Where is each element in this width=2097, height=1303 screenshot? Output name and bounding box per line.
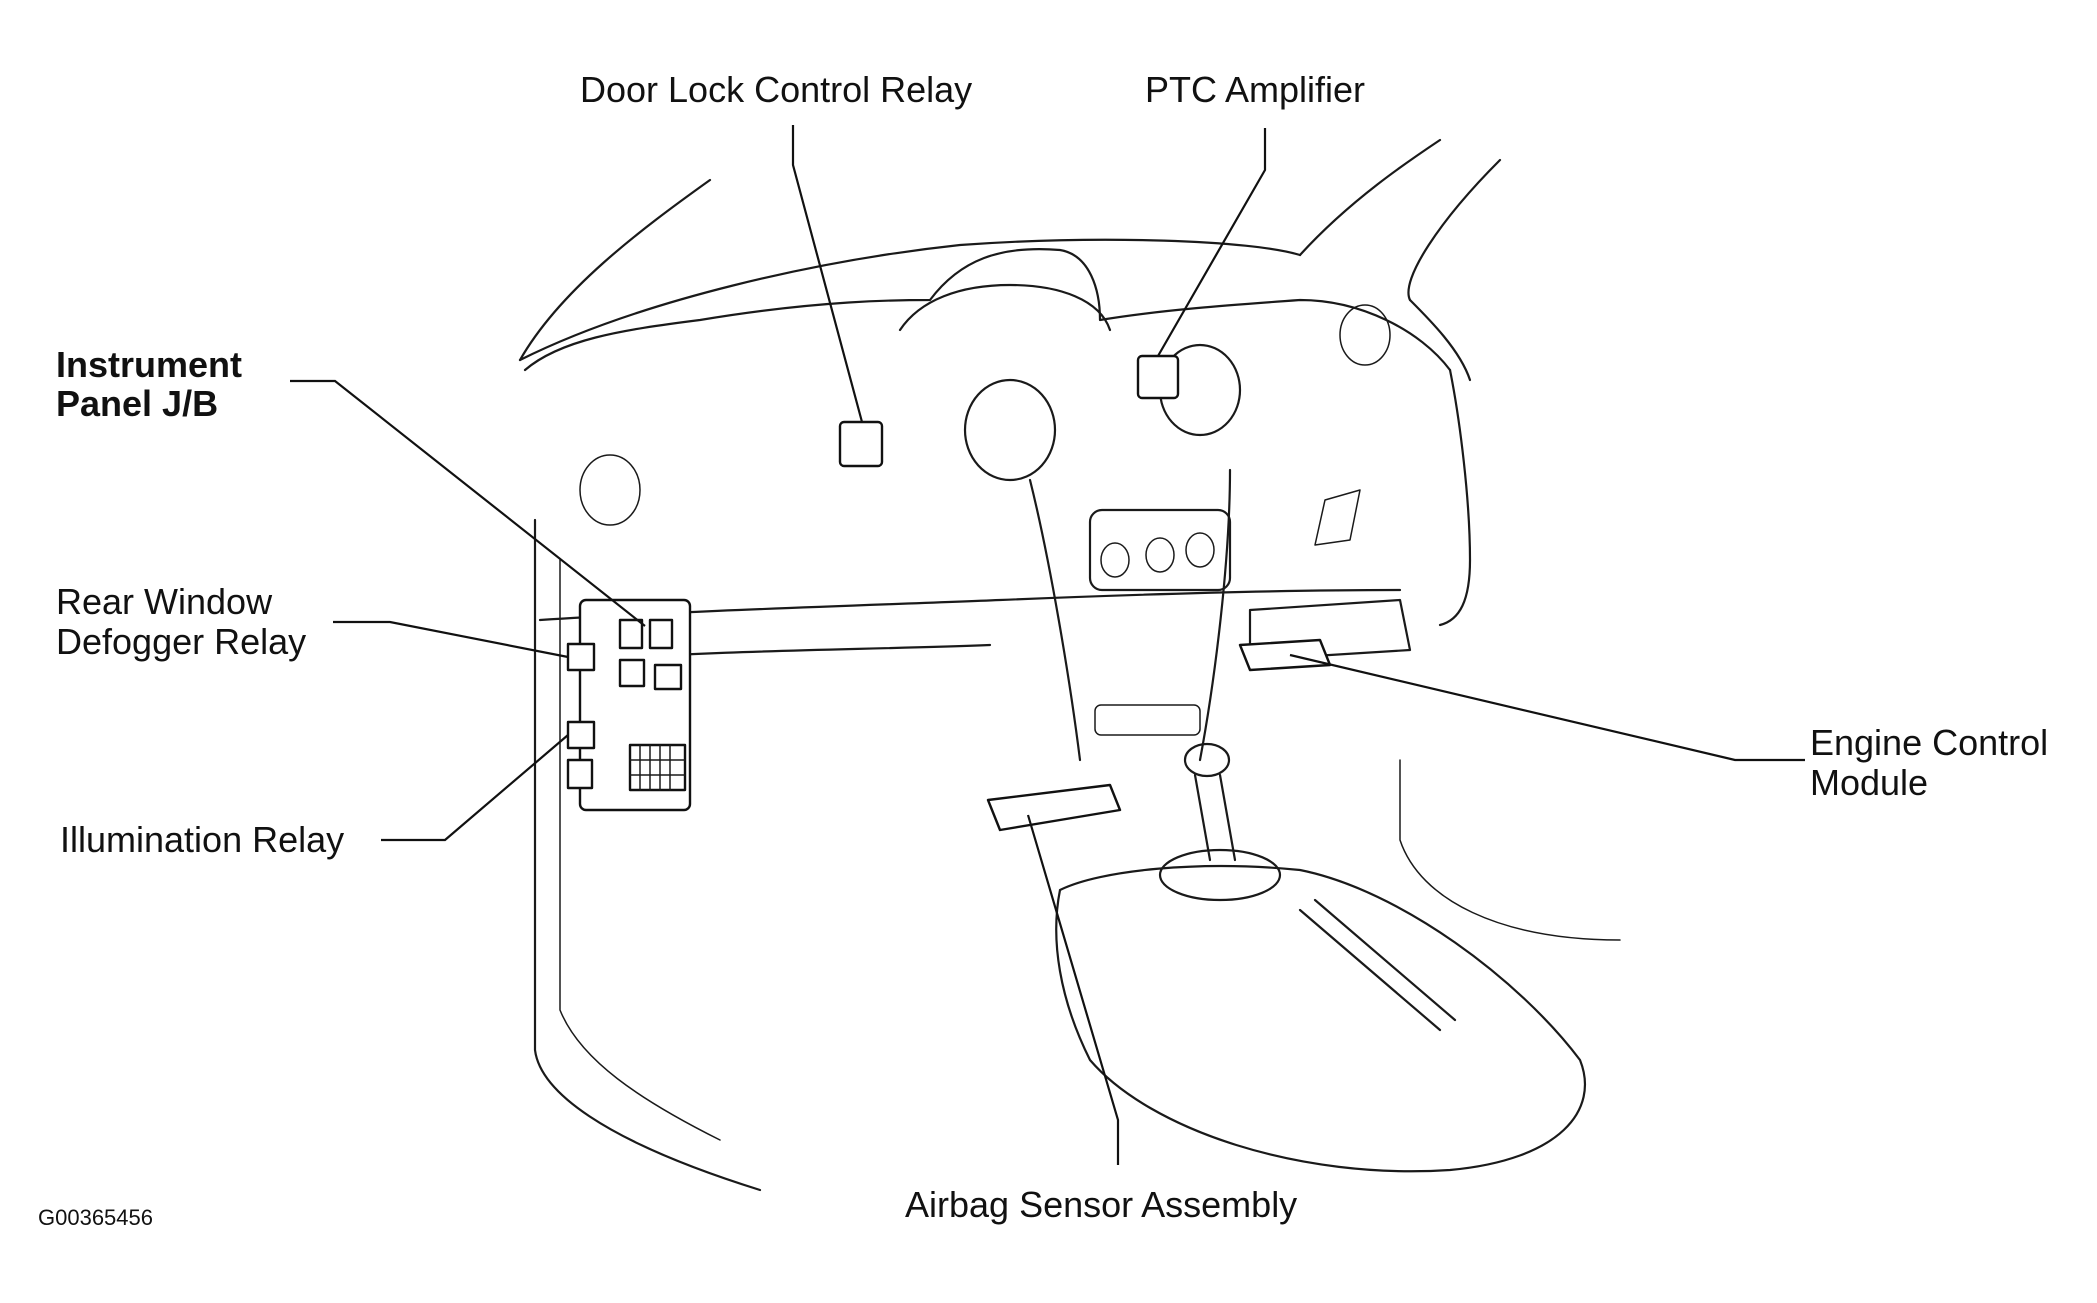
jb-relay-4 (653, 663, 683, 691)
label-instrument-panel-jb-line1: Instrument (56, 344, 243, 385)
illumination-relay-box (566, 720, 596, 750)
figure-id: G00365456 (38, 1205, 153, 1230)
center-stack-right (1198, 468, 1232, 762)
label-engine-control-module-line1: Engine Control (1810, 722, 2049, 763)
ptc-amplifier-box (1136, 354, 1180, 400)
shifter-boot (1158, 848, 1282, 902)
climate-knob-3 (1185, 532, 1215, 568)
right-pillar-outer (1407, 158, 1502, 302)
label-rear-window-defogger-relay-line1: Rear Window (56, 581, 273, 622)
climate-knob-2 (1145, 537, 1175, 573)
dash-top-contour (523, 248, 1452, 372)
jb-fuse-grid-lines (629, 744, 686, 791)
leader-rear-window-defogger-relay (333, 620, 569, 659)
radio-slot (1094, 704, 1201, 736)
label-ptc-amplifier: PTC Amplifier (1145, 69, 1366, 110)
windshield-right-edge (1298, 138, 1442, 257)
right-side-vent (1339, 304, 1391, 366)
jb-relay-3 (618, 658, 646, 688)
leader-ptc-amplifier (1157, 128, 1267, 357)
door-lock-control-relay-box (838, 420, 884, 468)
climate-knob-1 (1100, 542, 1130, 578)
windshield-top-edge (518, 238, 1302, 362)
jb-relay-1 (618, 618, 644, 650)
windshield-left-edge (518, 178, 712, 362)
leader-illumination-relay (381, 734, 569, 842)
dash-right-wing (1438, 368, 1472, 627)
leader-engine-control-module (1289, 653, 1805, 762)
parking-brake-lever (1298, 898, 1457, 1032)
airbag-sensor-assembly-box (986, 783, 1122, 832)
left-door-panel-inner (559, 559, 721, 1141)
shifter-knob (1183, 742, 1231, 778)
jb-fuse-grid (628, 743, 687, 792)
right-pillar-inner (1408, 298, 1472, 382)
glovebox-handle (1314, 489, 1361, 546)
left-side-vent (579, 454, 641, 526)
engine-control-module-box (1238, 638, 1332, 672)
label-illumination-relay: Illumination Relay (60, 819, 345, 860)
left-door-panel (533, 518, 762, 1192)
jb-relay-5 (566, 758, 594, 790)
jb-relay-2 (648, 618, 674, 650)
leader-door-lock-control-relay (791, 125, 864, 423)
leader-airbag-sensor-assembly (1026, 814, 1120, 1165)
center-hood (898, 283, 1112, 332)
label-instrument-panel-jb-line2: Panel J/B (56, 383, 219, 424)
shifter-stick (1193, 773, 1237, 862)
label-airbag-sensor-assembly: Airbag Sensor Assembly (905, 1184, 1298, 1225)
center-vent-left (963, 378, 1057, 482)
center-stack-left (1028, 478, 1082, 762)
label-rear-window-defogger-relay-line2: Defogger Relay (56, 621, 307, 662)
console-outline (1055, 864, 1586, 1173)
label-engine-control-module-line2: Module (1810, 762, 1929, 803)
climate-control-panel (1088, 508, 1232, 592)
floor-line-right (1399, 759, 1621, 941)
leader-instrument-panel-jb (290, 379, 646, 627)
rear-window-defogger-relay-box (566, 642, 596, 672)
label-door-lock-control-relay: Door Lock Control Relay (580, 69, 973, 110)
dash-lower-shelf (538, 588, 1402, 622)
